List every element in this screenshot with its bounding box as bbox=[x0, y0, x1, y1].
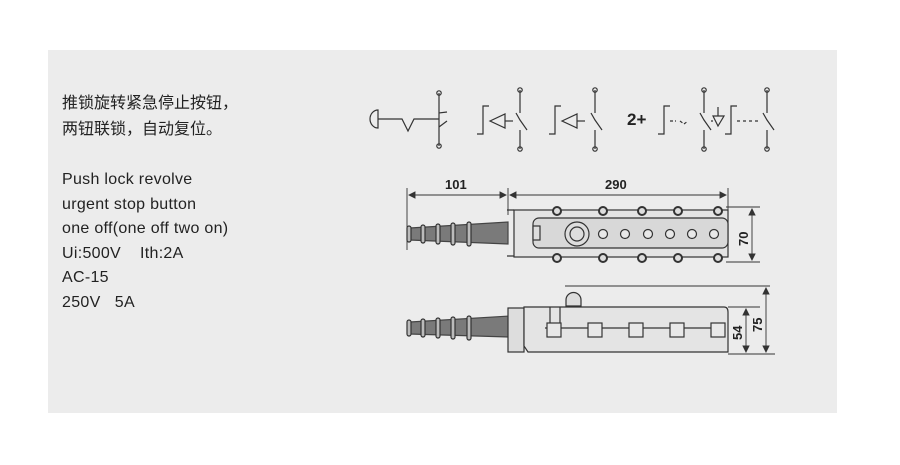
interlock-switch-symbol bbox=[658, 87, 775, 152]
description-line: one off(one off two on) bbox=[62, 220, 229, 237]
description-line: urgent stop button bbox=[62, 195, 197, 213]
description-line: AC-15 bbox=[62, 269, 109, 286]
dimension-body-height: 54 bbox=[730, 325, 745, 340]
dimension-cable-length: 101 bbox=[445, 177, 467, 192]
description-english: Push lock revolve urgent stop button one… bbox=[62, 168, 228, 315]
description-line: Push lock revolve bbox=[62, 171, 193, 188]
multiplier-label: 2+ bbox=[627, 110, 646, 129]
description-line: 250V 5A bbox=[62, 293, 135, 311]
pendant-top-view bbox=[406, 206, 729, 263]
description-chinese: 推锁旋转紧急停止按钮， 两钮联锁，自动复位。 bbox=[62, 90, 238, 142]
dimension-total-height: 75 bbox=[750, 318, 765, 332]
description-line: 两钮联锁，自动复位。 bbox=[62, 119, 223, 138]
emergency-stop-symbol bbox=[369, 90, 448, 149]
dimension-width: 70 bbox=[736, 232, 751, 246]
dimension-body-length: 290 bbox=[605, 177, 627, 192]
description-line: 推锁旋转紧急停止按钮， bbox=[62, 93, 239, 112]
pendant-side-view bbox=[406, 291, 729, 353]
rotary-switch-symbol-2 bbox=[549, 87, 603, 152]
rotary-switch-symbol-1 bbox=[477, 87, 528, 152]
dimension-lines bbox=[406, 188, 775, 355]
description-line: Ui:500V Ith:2A bbox=[62, 244, 184, 262]
